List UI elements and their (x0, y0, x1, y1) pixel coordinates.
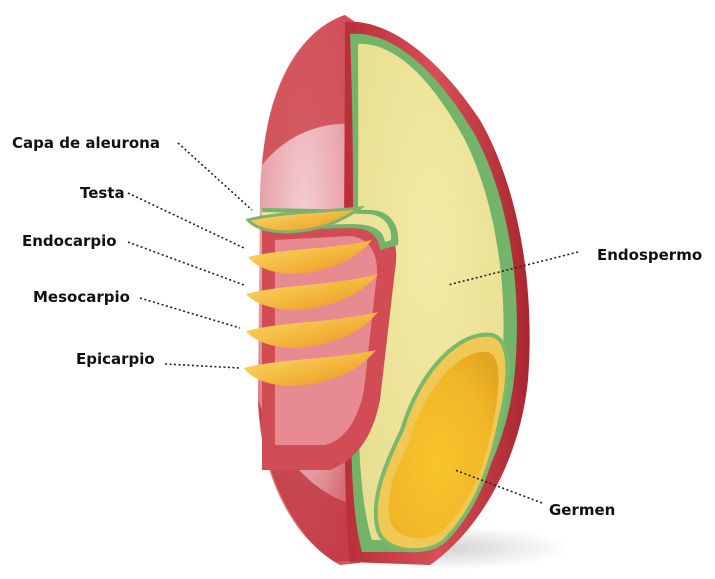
label-germen: Germen (549, 501, 615, 519)
label-epicarpio: Epicarpio (76, 350, 155, 368)
label-mesocarpio: Mesocarpio (33, 288, 130, 306)
leader-testa (128, 193, 244, 248)
leader-capa (178, 143, 252, 210)
label-capa-de-aleurona: Capa de aleurona (12, 134, 160, 152)
leader-endocarpio (128, 242, 244, 285)
leader-mesocarpio (140, 298, 240, 328)
label-endospermo: Endospermo (597, 246, 702, 264)
leader-epicarpio (165, 364, 240, 368)
label-endocarpio: Endocarpio (22, 232, 117, 250)
label-testa: Testa (80, 184, 125, 202)
